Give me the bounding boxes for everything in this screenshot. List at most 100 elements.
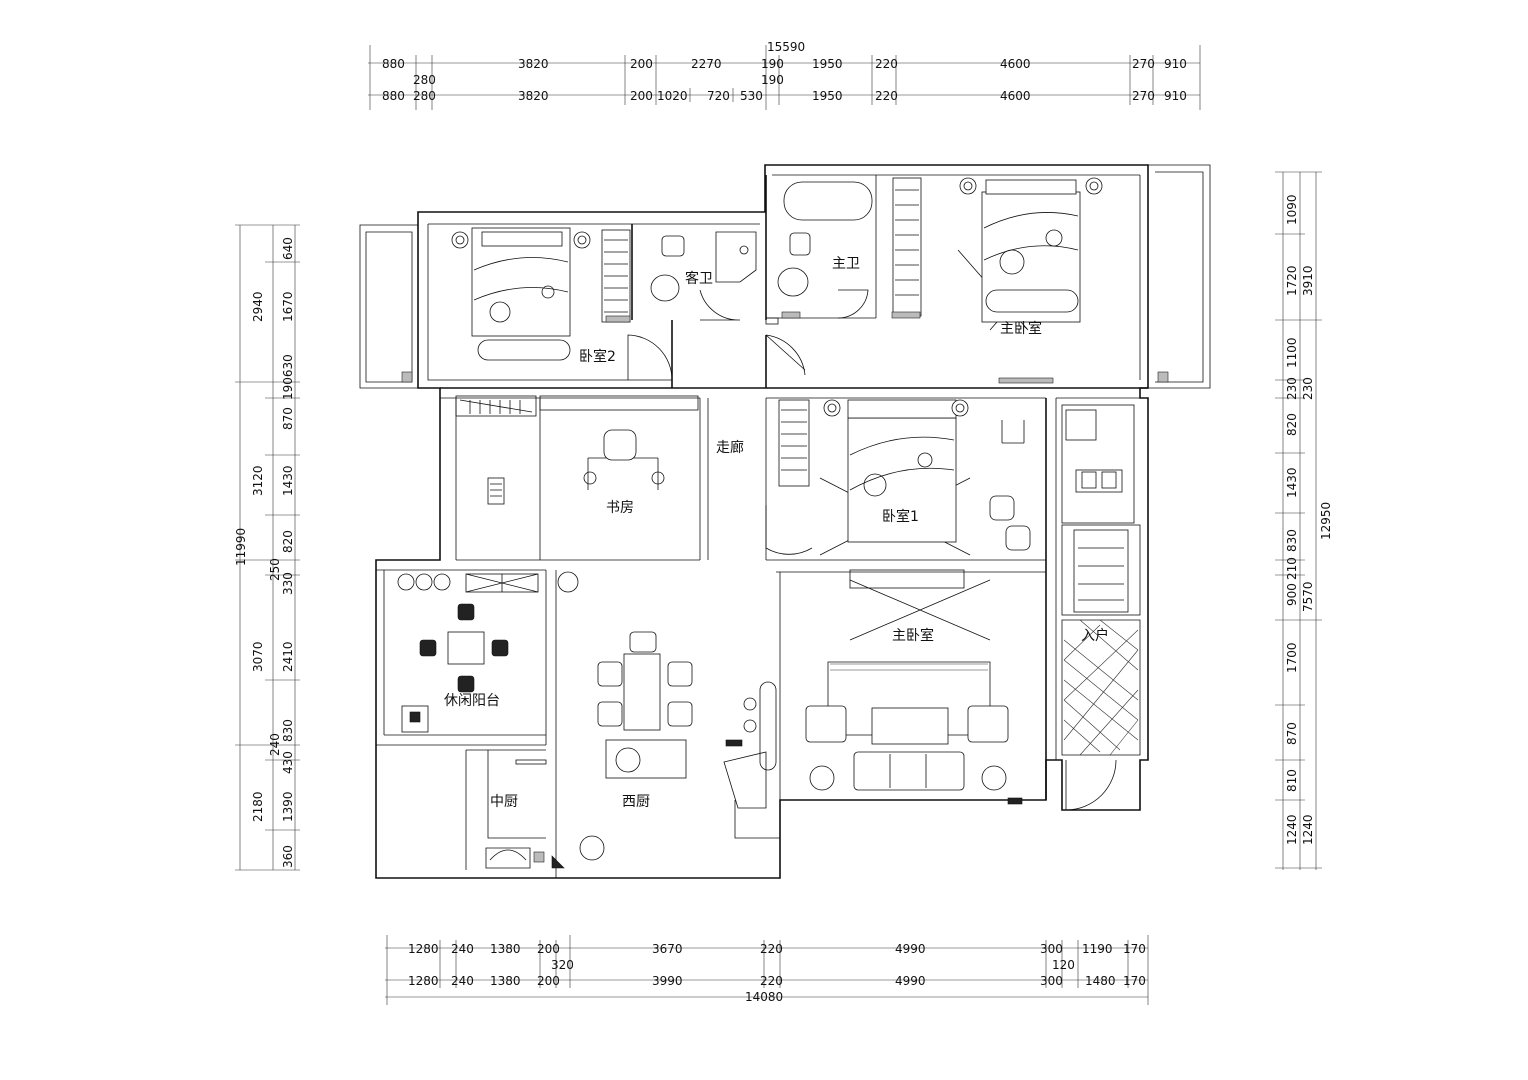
room-label-entry: 入户 [1081, 627, 1109, 644]
dim-label: 220 [875, 89, 898, 103]
dim-label: 640 [281, 237, 295, 260]
furniture [397, 177, 1169, 869]
dim-label: 870 [281, 407, 295, 430]
dim-label: 1100 [1285, 337, 1299, 368]
dim-label: 1380 [490, 942, 521, 956]
dim-label: 3820 [518, 57, 549, 71]
dim-label: 12950 [1319, 502, 1333, 540]
right-dimension-labels: 1090 1720 1100 230 820 1430 830 210 900 … [1285, 194, 1333, 845]
dim-label: 3910 [1301, 265, 1315, 296]
dim-label: 880 [382, 57, 405, 71]
dim-label: 240 [268, 733, 282, 756]
dim-label: 300 [1040, 974, 1063, 988]
dim-label: 1240 [1285, 814, 1299, 845]
dim-label: 190 [761, 57, 784, 71]
dim-label: 530 [740, 89, 763, 103]
dim-label: 4600 [1000, 57, 1031, 71]
dim-label: 240 [451, 942, 474, 956]
dim-label: 11990 [234, 528, 248, 566]
dim-label: 1390 [281, 791, 295, 822]
dim-label: 190 [761, 73, 784, 87]
dim-label: 360 [281, 845, 295, 868]
dim-label: 320 [551, 958, 574, 972]
dim-label: 2180 [251, 791, 265, 822]
right-dimension-lines [1275, 171, 1322, 870]
dim-label: 1280 [408, 942, 439, 956]
dim-label: 200 [537, 974, 560, 988]
room-label-bedroom2: 卧室2 [579, 348, 616, 365]
dim-label: 240 [451, 974, 474, 988]
dim-label: 1430 [281, 465, 295, 496]
room-label-master-bedroom-main: 主卧室 [892, 627, 934, 644]
dim-label: 3070 [251, 641, 265, 672]
dim-label: 1020 [657, 89, 688, 103]
dim-label: 1670 [281, 291, 295, 322]
dim-label: 230 [1285, 377, 1299, 400]
dim-label: 2940 [251, 291, 265, 322]
dim-label: 820 [1285, 413, 1299, 436]
dim-label: 220 [760, 942, 783, 956]
dim-label: 200 [630, 57, 653, 71]
dim-label: 900 [1285, 583, 1299, 606]
room-labels: 卧室2 客卫 主卫 主卧室 走廊 书房 卧室1 入户 主卧室 休闲阳台 中厨 西… [444, 256, 1109, 810]
dim-label: 280 [413, 89, 436, 103]
dim-label: 250 [268, 558, 282, 581]
room-label-guest-bath: 客卫 [685, 270, 713, 287]
dim-label: 1700 [1285, 642, 1299, 673]
top-dimension-labels: 15590 880 280 3820 200 2270 190 190 1950… [382, 40, 1187, 103]
dim-label: 830 [281, 719, 295, 742]
walls [359, 164, 1211, 879]
dim-label: 7570 [1301, 581, 1315, 612]
dim-label: 120 [1052, 958, 1075, 972]
room-label-study: 书房 [606, 500, 634, 516]
dim-label: 270 [1132, 57, 1155, 71]
dim-label: 810 [1285, 769, 1299, 792]
dim-label: 230 [1301, 377, 1315, 400]
dim-label: 1090 [1285, 194, 1299, 225]
left-dimension-lines [235, 224, 300, 871]
dim-label: 210 [1285, 557, 1299, 580]
dim-label: 270 [1132, 89, 1155, 103]
dim-label: 220 [760, 974, 783, 988]
dim-label: 2410 [281, 641, 295, 672]
dim-label: 880 [382, 89, 405, 103]
dim-bottom-total: 14080 [745, 990, 783, 1004]
dim-label: 330 [281, 572, 295, 595]
room-label-chinese-kitchen: 中厨 [490, 794, 518, 810]
top-dimension-lines [368, 45, 1201, 110]
dim-label: 1190 [1082, 942, 1113, 956]
dim-label: 3120 [251, 465, 265, 496]
room-label-master-bath: 主卫 [832, 256, 860, 272]
dim-label: 3670 [652, 942, 683, 956]
dim-label: 3820 [518, 89, 549, 103]
dim-label: 4990 [895, 942, 926, 956]
dim-label: 200 [537, 942, 560, 956]
dim-label: 3990 [652, 974, 683, 988]
dim-label: 1240 [1301, 814, 1315, 845]
dim-label: 300 [1040, 942, 1063, 956]
dim-label: 190630 [281, 354, 295, 400]
dim-label: 1430 [1285, 467, 1299, 498]
dim-label: 1280 [408, 974, 439, 988]
dim-label: 170 [1123, 974, 1146, 988]
dim-label: 280 [413, 73, 436, 87]
room-label-leisure-balcony: 休闲阳台 [444, 693, 500, 709]
left-dimension-labels: 2940 3120 11990 3070 2180 640 1670 19063… [234, 237, 295, 868]
room-label-corridor: 走廊 [716, 439, 744, 456]
dim-label: 220 [875, 57, 898, 71]
bottom-dimension-labels: 1280 240 1380 200 320 3670 220 4990 300 … [408, 942, 1146, 1004]
bottom-dimension-lines [385, 935, 1149, 1005]
dim-label: 1950 [812, 57, 843, 71]
room-label-master-bedroom-top: 主卧室 [1000, 320, 1042, 337]
dim-label: 830 [1285, 529, 1299, 552]
dim-label: 820 [281, 530, 295, 553]
dim-top-total: 15590 [767, 40, 805, 54]
room-label-bedroom1: 卧室1 [882, 508, 919, 525]
dim-label: 910 [1164, 57, 1187, 71]
dim-label: 870 [1285, 722, 1299, 745]
dim-label: 430 [281, 751, 295, 774]
dim-label: 1380 [490, 974, 521, 988]
dim-label: 170 [1123, 942, 1146, 956]
dim-label: 720 [707, 89, 730, 103]
